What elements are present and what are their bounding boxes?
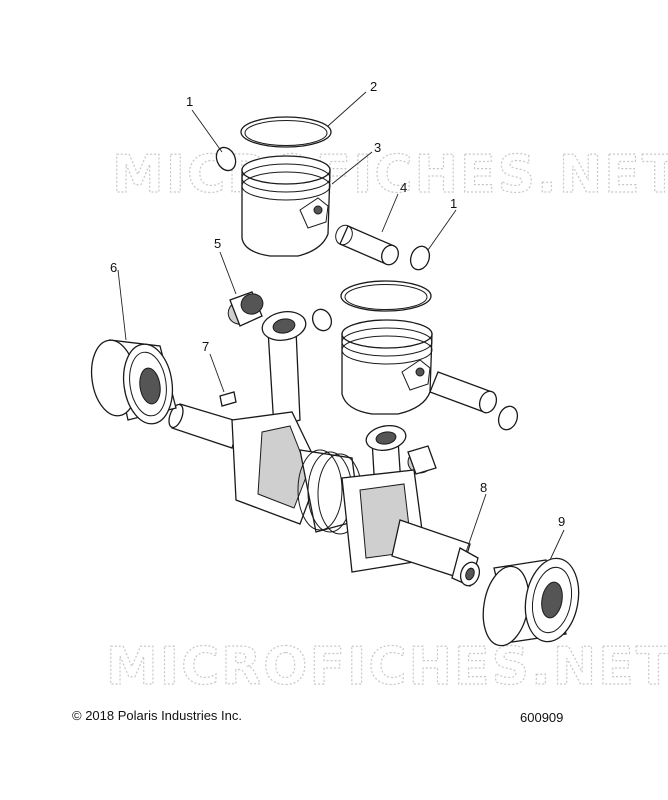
woodruff-key	[219, 391, 237, 407]
main-bearing-right	[482, 557, 580, 647]
lower-piston-assembly	[311, 280, 519, 431]
crankshaft	[168, 403, 481, 587]
piston-ring-upper	[240, 116, 332, 148]
callout-main-bearing-left: 6	[110, 260, 117, 275]
needle-bearing	[227, 291, 437, 475]
upper-piston-assembly	[215, 116, 431, 271]
copyright-notice: © 2018 Polaris Industries Inc.	[72, 708, 242, 723]
callout-circlip-top: 1	[186, 94, 193, 109]
drawing-number: 600909	[520, 710, 564, 725]
callout-circlip-right: 1	[450, 196, 457, 211]
callout-crankshaft: 8	[480, 480, 487, 495]
circlip-1b	[409, 245, 431, 271]
callout-wrist-pin: 4	[400, 180, 407, 195]
watermark-bottom: MICROFICHES.NET	[106, 637, 668, 697]
callout-needle-bearing: 5	[214, 236, 221, 251]
piston-upper	[241, 169, 331, 257]
main-bearing-left	[90, 339, 177, 425]
leader-lines	[117, 91, 565, 561]
watermark-top: MICROFICHES.NET	[112, 145, 668, 205]
circlip-1a	[215, 146, 237, 172]
callout-key: 7	[202, 339, 209, 354]
callout-piston: 3	[374, 140, 381, 155]
callout-labels: 1 2 3 4 1 5 6 7 8 9	[110, 79, 565, 529]
callout-main-bearing-right: 9	[558, 514, 565, 529]
callout-piston-ring: 2	[370, 79, 377, 94]
